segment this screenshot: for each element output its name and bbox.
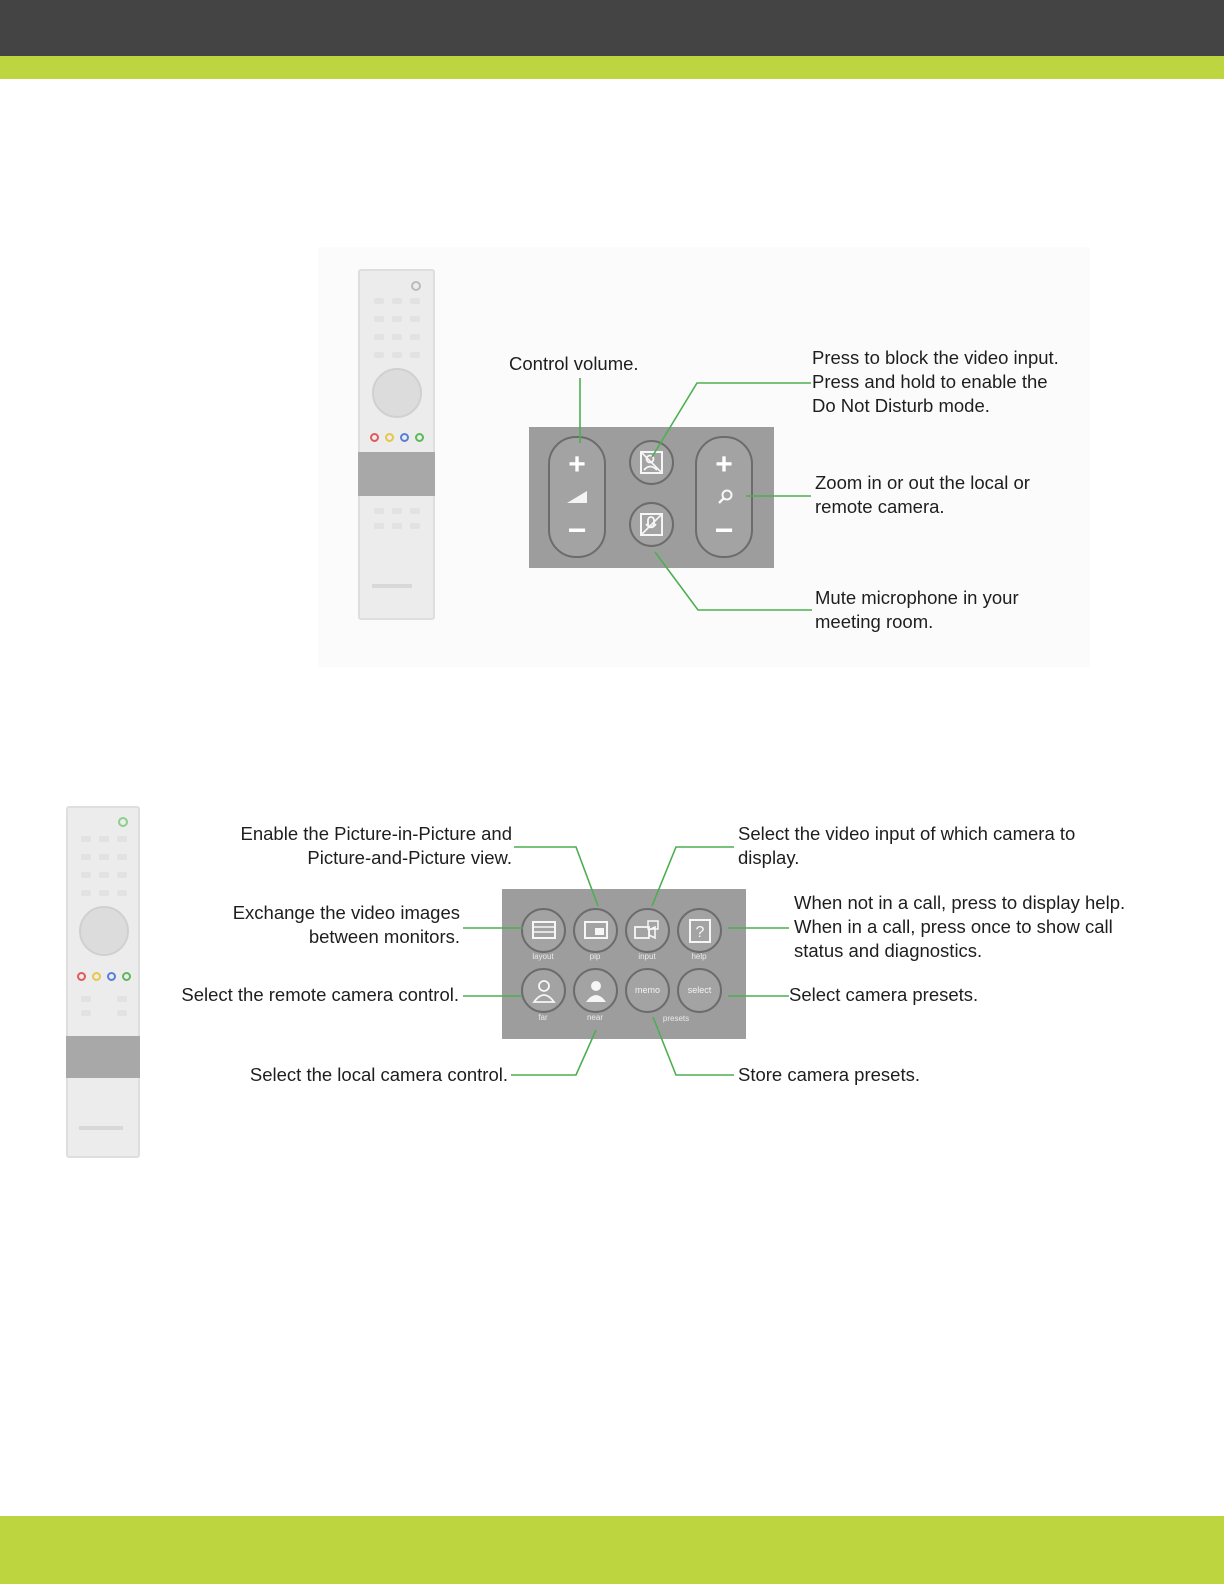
footer-bar xyxy=(0,1516,1224,1584)
